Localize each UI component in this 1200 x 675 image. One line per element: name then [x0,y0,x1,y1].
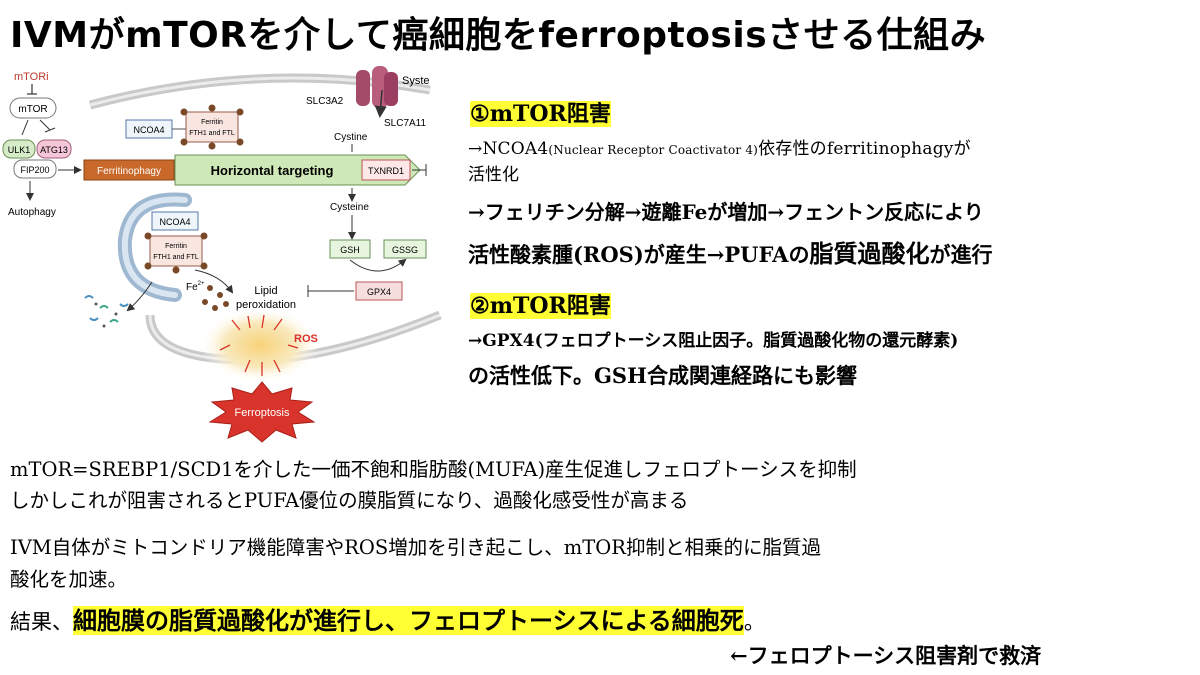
section1-line2: 活性化 [468,165,519,185]
ferroptosis-burst [208,381,316,443]
mtori-label: mTORi [14,71,49,83]
ulk1-box [2,139,36,159]
paragraph1-line2: しかしこれが阻害されるとPUFA優位の膜脂質になり、過酸化感受性が高まる [10,489,689,512]
gsh-box [329,239,371,259]
svg-text:SLC7A11: SLC7A11 [384,118,427,129]
gpx4-box [355,281,403,301]
ros-label: ROS [294,333,318,345]
svg-text:FIP200: FIP200 [20,165,49,175]
horizontal-targeting-label: Horizontal targeting [211,163,334,178]
svg-text:NCOA4: NCOA4 [133,125,164,135]
ferroptosis-label: Ferroptosis [234,407,290,419]
fe2-label: Fe2+ [186,281,205,293]
svg-text:FTH1 and FTL: FTH1 and FTL [189,130,235,137]
ferroptosis-pathway-diagram: mTORi mTOR ULK1 ATG13 FIP200 Autophagy H… [2,66,442,443]
svg-text:GPX4: GPX4 [367,287,391,297]
section1-heading: ①mTOR阻害 [470,101,611,127]
gssg-box [383,239,427,259]
paragraph2-line1: IVM自体がミトコンドリア機能障害やROS増加を引き起こし、mTOR抑制と相乗的… [10,536,821,559]
autophagy-label: Autophagy [8,207,56,218]
paragraph1-line1: mTOR=SREBP1/SCD1を介した一価不飽和脂肪酸(MUFA)産生促進しフ… [10,458,857,481]
svg-text:Cysteine: Cysteine [330,202,369,213]
iron-dots-bottom [144,232,208,274]
horizontal-targeting-arrow [174,154,421,186]
ros-rays [219,314,299,376]
fip200-box [13,159,57,179]
svg-text:TXNRD1: TXNRD1 [368,166,404,176]
paragraph2-line2: 酸化を加速。 [10,568,128,591]
svg-text:GSSG: GSSG [392,245,418,255]
svg-text:Syste: Syste [402,75,430,87]
iron-dots-top [180,104,244,150]
degraded-fragments [84,295,129,323]
txnrd1-box [361,159,411,181]
ferritinophagy-box [83,159,175,181]
svg-text:SLC3A2: SLC3A2 [306,96,344,107]
section2-line1: →GPX4(フェロプトーシス阻止因子。脂質過酸化物の還元酵素) [468,331,959,351]
section2-heading: ②mTOR阻害 [470,293,611,319]
paragraph3-result: 結果、細胞膜の脂質過酸化が進行し、フェロプトーシスによる細胞死。 [10,606,765,635]
fe2-dots [202,285,229,311]
section1-line1: →NCOA4(Nuclear Receptor Coactivator 4)依存… [468,139,971,159]
slc7a11-transporter [356,66,398,118]
svg-text:NCOA4: NCOA4 [159,217,190,227]
svg-text:Ferritin: Ferritin [201,119,223,126]
ferritin-top-box [185,111,239,143]
ferritin-bottom-box [149,235,203,267]
svg-text:Lipid: Lipid [254,285,277,297]
svg-text:Ferritinophagy: Ferritinophagy [97,166,161,177]
ros-glow [200,307,320,383]
rescue-note: ←フェロプトーシス阻害剤で救済 [730,643,1042,668]
page-title: IVMがmTORを介して癌細胞をferroptosisさせる仕組み [10,15,987,56]
svg-text:GSH: GSH [340,245,360,255]
svg-text:mTOR: mTOR [18,104,47,115]
svg-text:FTH1 and FTL: FTH1 and FTL [153,254,199,261]
ncoa4-bottom-box [151,211,199,231]
svg-text:Ferritin: Ferritin [165,243,187,250]
section1-line4: 活性酸素腫(ROS)が産生→PUFAの脂質過酸化が進行 [468,239,993,268]
section1-line3: →フェリチン分解→遊離Feが増加→フェントン反応により [468,200,984,224]
svg-text:ULK1: ULK1 [8,145,31,155]
svg-text:Cystine: Cystine [334,132,368,143]
section2-line2: の活性低下。GSH合成関連経路にも影響 [468,363,857,388]
mtor-box [9,97,57,119]
svg-text:ATG13: ATG13 [40,145,68,155]
atg13-box [36,139,72,159]
